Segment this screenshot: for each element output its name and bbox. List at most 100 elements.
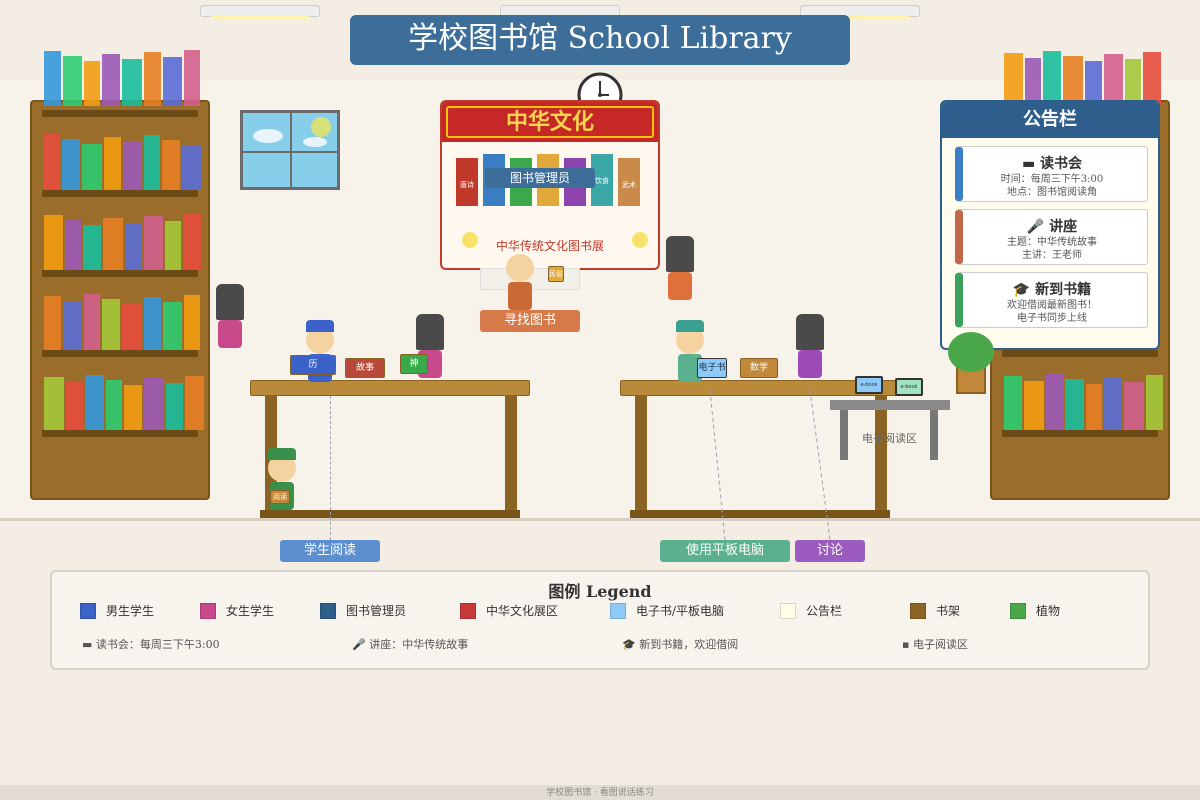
legend: 图例 Legend 男生学生 女生学生 图书管理员 中华文化展区 电子书/平板电脑 公告栏… <box>50 570 1150 670</box>
lantern-icon <box>462 232 478 248</box>
shelf-book <box>1086 384 1102 430</box>
legend-note: ▪ 电子阅读区 <box>902 638 968 651</box>
ereader-zone-label: 电子阅读区 <box>862 432 917 445</box>
tablet-icon: ▪ <box>902 638 913 651</box>
legend-swatch <box>200 602 216 619</box>
reading-book: 阅读 <box>270 490 290 504</box>
story-book: 故事 <box>345 358 385 378</box>
shelf-book <box>102 299 120 350</box>
legend-label: 公告栏 <box>806 604 843 618</box>
shelf-book <box>185 376 204 430</box>
shelf-book <box>1046 374 1063 430</box>
notice-board: 公告栏 ▬ 读书会 时间：每周三下午3:00 地点：图书馆阅读角 🎤 讲座 主题… <box>940 100 1160 350</box>
history-book: 历 <box>290 355 336 375</box>
shelf-book <box>1125 59 1141 106</box>
shelf-top-books-left <box>40 50 210 106</box>
shelf-book <box>184 50 200 106</box>
graduation-cap-icon: 🎓 <box>1012 282 1036 298</box>
exhibition-book: 饮食 <box>591 154 613 206</box>
shelf-book <box>1124 382 1144 430</box>
shelf-book <box>122 304 142 350</box>
shelf-book <box>44 134 60 190</box>
shelf-book <box>166 383 183 430</box>
shelf-book <box>144 135 160 190</box>
microphone-icon: 🎤 <box>1026 219 1050 235</box>
ebook-reader: e-book <box>855 376 883 394</box>
shelf-top-books-right <box>1000 50 1170 106</box>
shelf-book <box>1085 61 1102 106</box>
myth-book: 神 <box>400 354 428 374</box>
shelf-book <box>1004 376 1022 430</box>
shelf-book <box>44 51 61 106</box>
shelf-book <box>66 382 83 430</box>
tablet-ebook: 电子书 <box>697 358 727 378</box>
shelf-book <box>62 139 80 190</box>
notice-title: 公告栏 <box>942 102 1158 138</box>
shelf-book <box>63 56 82 106</box>
shelf-book <box>163 57 182 106</box>
shelf-book <box>1024 381 1044 430</box>
book-icon: ▬ <box>1021 156 1041 172</box>
legend-swatch <box>460 602 476 619</box>
legend-note: ▬ 读书会：每周三下午3:00 <box>82 638 220 651</box>
book-icon: ▬ <box>82 638 96 651</box>
label-find-book: 寻找图书 <box>480 310 580 332</box>
graduation-cap-icon: 🎓 <box>622 638 640 651</box>
folk-book: 民俗 <box>548 266 564 282</box>
shelf-book <box>63 301 82 350</box>
legend-label: 中华文化展区 <box>486 604 559 618</box>
label-discussion: 讨论 <box>795 540 865 562</box>
plant-icon <box>948 332 994 372</box>
page-title: 学校图书馆 School Library <box>350 15 850 65</box>
shelf-book <box>84 294 100 350</box>
legend-item: 书架 <box>910 602 960 619</box>
librarian <box>500 240 540 310</box>
card-accent <box>955 147 963 201</box>
lantern-icon <box>632 232 648 248</box>
card-accent <box>955 273 963 327</box>
shelf-book <box>1104 54 1123 106</box>
shelf-book <box>1063 56 1083 106</box>
legend-swatch <box>610 602 626 619</box>
ebook-reader: e-book <box>895 378 923 396</box>
shelf-book <box>124 385 142 430</box>
ceiling-light <box>200 5 320 20</box>
legend-label: 女生学生 <box>226 604 275 618</box>
shelf-book <box>1143 52 1161 106</box>
ereader-desk <box>830 400 950 410</box>
student-discussing <box>790 312 830 382</box>
legend-item: 图书管理员 <box>320 602 406 619</box>
legend-label: 图书管理员 <box>346 604 407 618</box>
shelf-book <box>144 297 161 350</box>
shelf-book <box>1043 51 1061 106</box>
legend-swatch <box>80 602 96 619</box>
shelf-book <box>163 302 182 350</box>
shelf-book <box>183 214 201 270</box>
window <box>240 110 340 190</box>
shelf-book <box>122 59 142 106</box>
shelf-book <box>106 380 122 430</box>
shelf-book <box>125 223 142 270</box>
shelf-book <box>144 52 161 106</box>
legend-swatch <box>320 602 336 619</box>
legend-title: 图例 Legend <box>548 582 652 601</box>
shelf-book <box>1025 58 1041 106</box>
notice-card-reading-club: ▬ 读书会 时间：每周三下午3:00 地点：图书馆阅读角 <box>955 146 1148 202</box>
shelf-book <box>182 145 202 190</box>
ceiling-light <box>800 5 920 20</box>
legend-label: 电子书/平板电脑 <box>636 604 725 618</box>
shelf-book <box>83 225 101 270</box>
reading-table-left <box>250 380 530 396</box>
librarian-tag: 图书管理员 <box>485 168 595 188</box>
student-boy-reading <box>300 316 340 386</box>
shelf-book <box>85 375 104 430</box>
legend-label: 植物 <box>1036 604 1061 618</box>
student-girl-waving <box>660 234 700 304</box>
legend-item: 男生学生 <box>80 602 154 619</box>
math-book: 数学 <box>740 358 778 378</box>
legend-item: 中华文化展区 <box>460 602 558 619</box>
student-girl-shelf <box>210 282 250 352</box>
exhibition-subtitle: 中华传统文化图书展 <box>495 239 604 253</box>
pointer-lines <box>709 390 831 541</box>
shelf-book <box>44 296 61 350</box>
